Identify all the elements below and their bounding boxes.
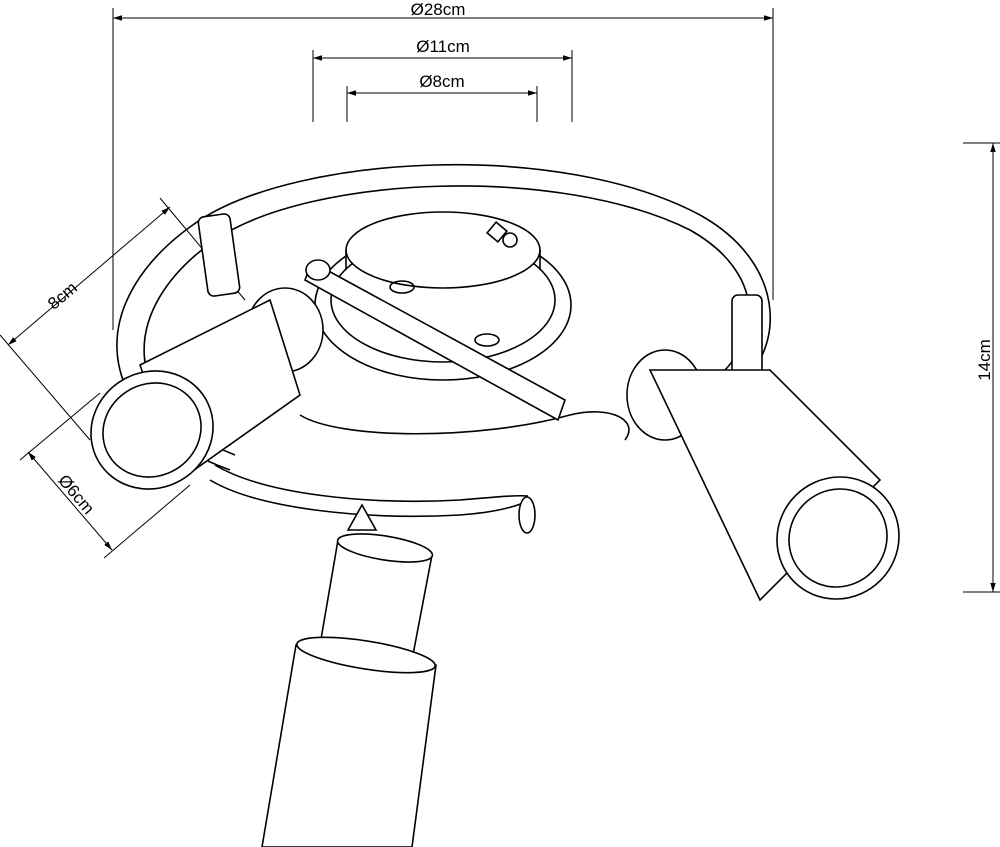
base-diameter-label: Ø11cm [416,37,470,56]
screw-icon [502,232,518,248]
dimension-height: 14cm [963,142,1000,593]
dimension-mount-diameter: Ø8cm [346,72,538,122]
outer-ring [116,163,772,471]
spotlight-bottom [261,503,437,847]
overall-diameter-label: Ø28cm [411,0,466,19]
spotlight-right [626,294,900,602]
ceiling-base [314,211,572,381]
spot-diameter-label: Ø6cm [54,471,98,518]
spotlight-left [90,213,324,490]
spot-length-label: 8cm [44,278,81,313]
mount-diameter-label: Ø8cm [419,72,464,91]
height-label: 14cm [975,339,994,381]
dimension-overall-diameter: Ø28cm [112,0,774,330]
lamp-body [90,163,900,847]
dimension-base-diameter: Ø11cm [312,37,573,122]
inner-ring-edge [143,185,751,456]
